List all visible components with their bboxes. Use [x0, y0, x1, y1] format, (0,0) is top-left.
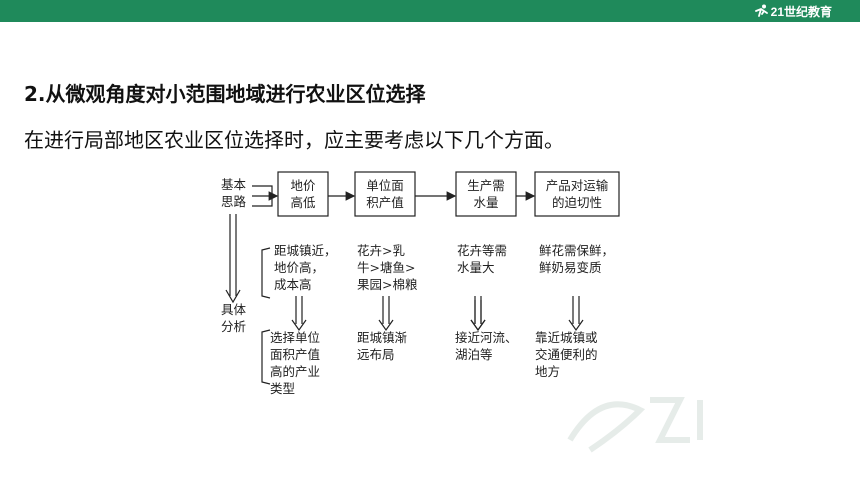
left-down-arrow	[225, 214, 241, 304]
detailed-analysis-label: 具体分析	[221, 302, 247, 334]
factor-box-label: 地价高低	[290, 178, 316, 210]
conclusion-bracket	[261, 329, 271, 385]
logo-text: 21世纪教育	[770, 4, 832, 19]
analysis-text: 鲜花需保鲜，鲜奶易变质	[539, 243, 614, 275]
factor-box-label: 单位面积产值	[366, 178, 404, 210]
conclusion-text: 靠近城镇或交通便利的地方	[535, 330, 598, 379]
factor-box	[277, 171, 329, 217]
top-bar: 21世纪教育	[0, 0, 860, 22]
analysis-bracket	[261, 247, 271, 299]
factor-box-label: 生产需水量	[467, 178, 505, 210]
result-arrow	[470, 300, 486, 332]
section-heading: 2.从微观角度对小范围地域进行农业区位选择	[24, 82, 426, 106]
brand-logo: 21世纪教育	[753, 2, 832, 20]
analysis-text: 花卉等需水量大	[457, 243, 507, 275]
basic-approach-label: 基本思路	[221, 177, 247, 209]
factor-box	[354, 171, 416, 217]
analysis-text: 距城镇近，地价高，成本高	[274, 243, 337, 292]
conclusion-text: 距城镇渐远布局	[357, 330, 407, 362]
factor-box-label: 产品对运输的迫切性	[546, 178, 609, 210]
result-arrow	[470, 296, 486, 332]
result-arrow	[378, 296, 394, 332]
result-arrow	[291, 296, 307, 332]
factor-box	[534, 171, 620, 217]
section-intro: 在进行局部地区农业区位选择时，应主要考虑以下几个方面。	[24, 128, 564, 152]
result-arrow	[568, 296, 584, 332]
watermark-logo	[567, 397, 703, 453]
conclusion-text: 选择单位面积产值高的产业类型	[270, 330, 320, 396]
runner-icon	[754, 4, 768, 17]
conclusion-text: 接近河流、湖泊等	[455, 330, 518, 362]
analysis-text: 花卉>乳牛>塘鱼>果园>棉粮	[357, 243, 418, 292]
